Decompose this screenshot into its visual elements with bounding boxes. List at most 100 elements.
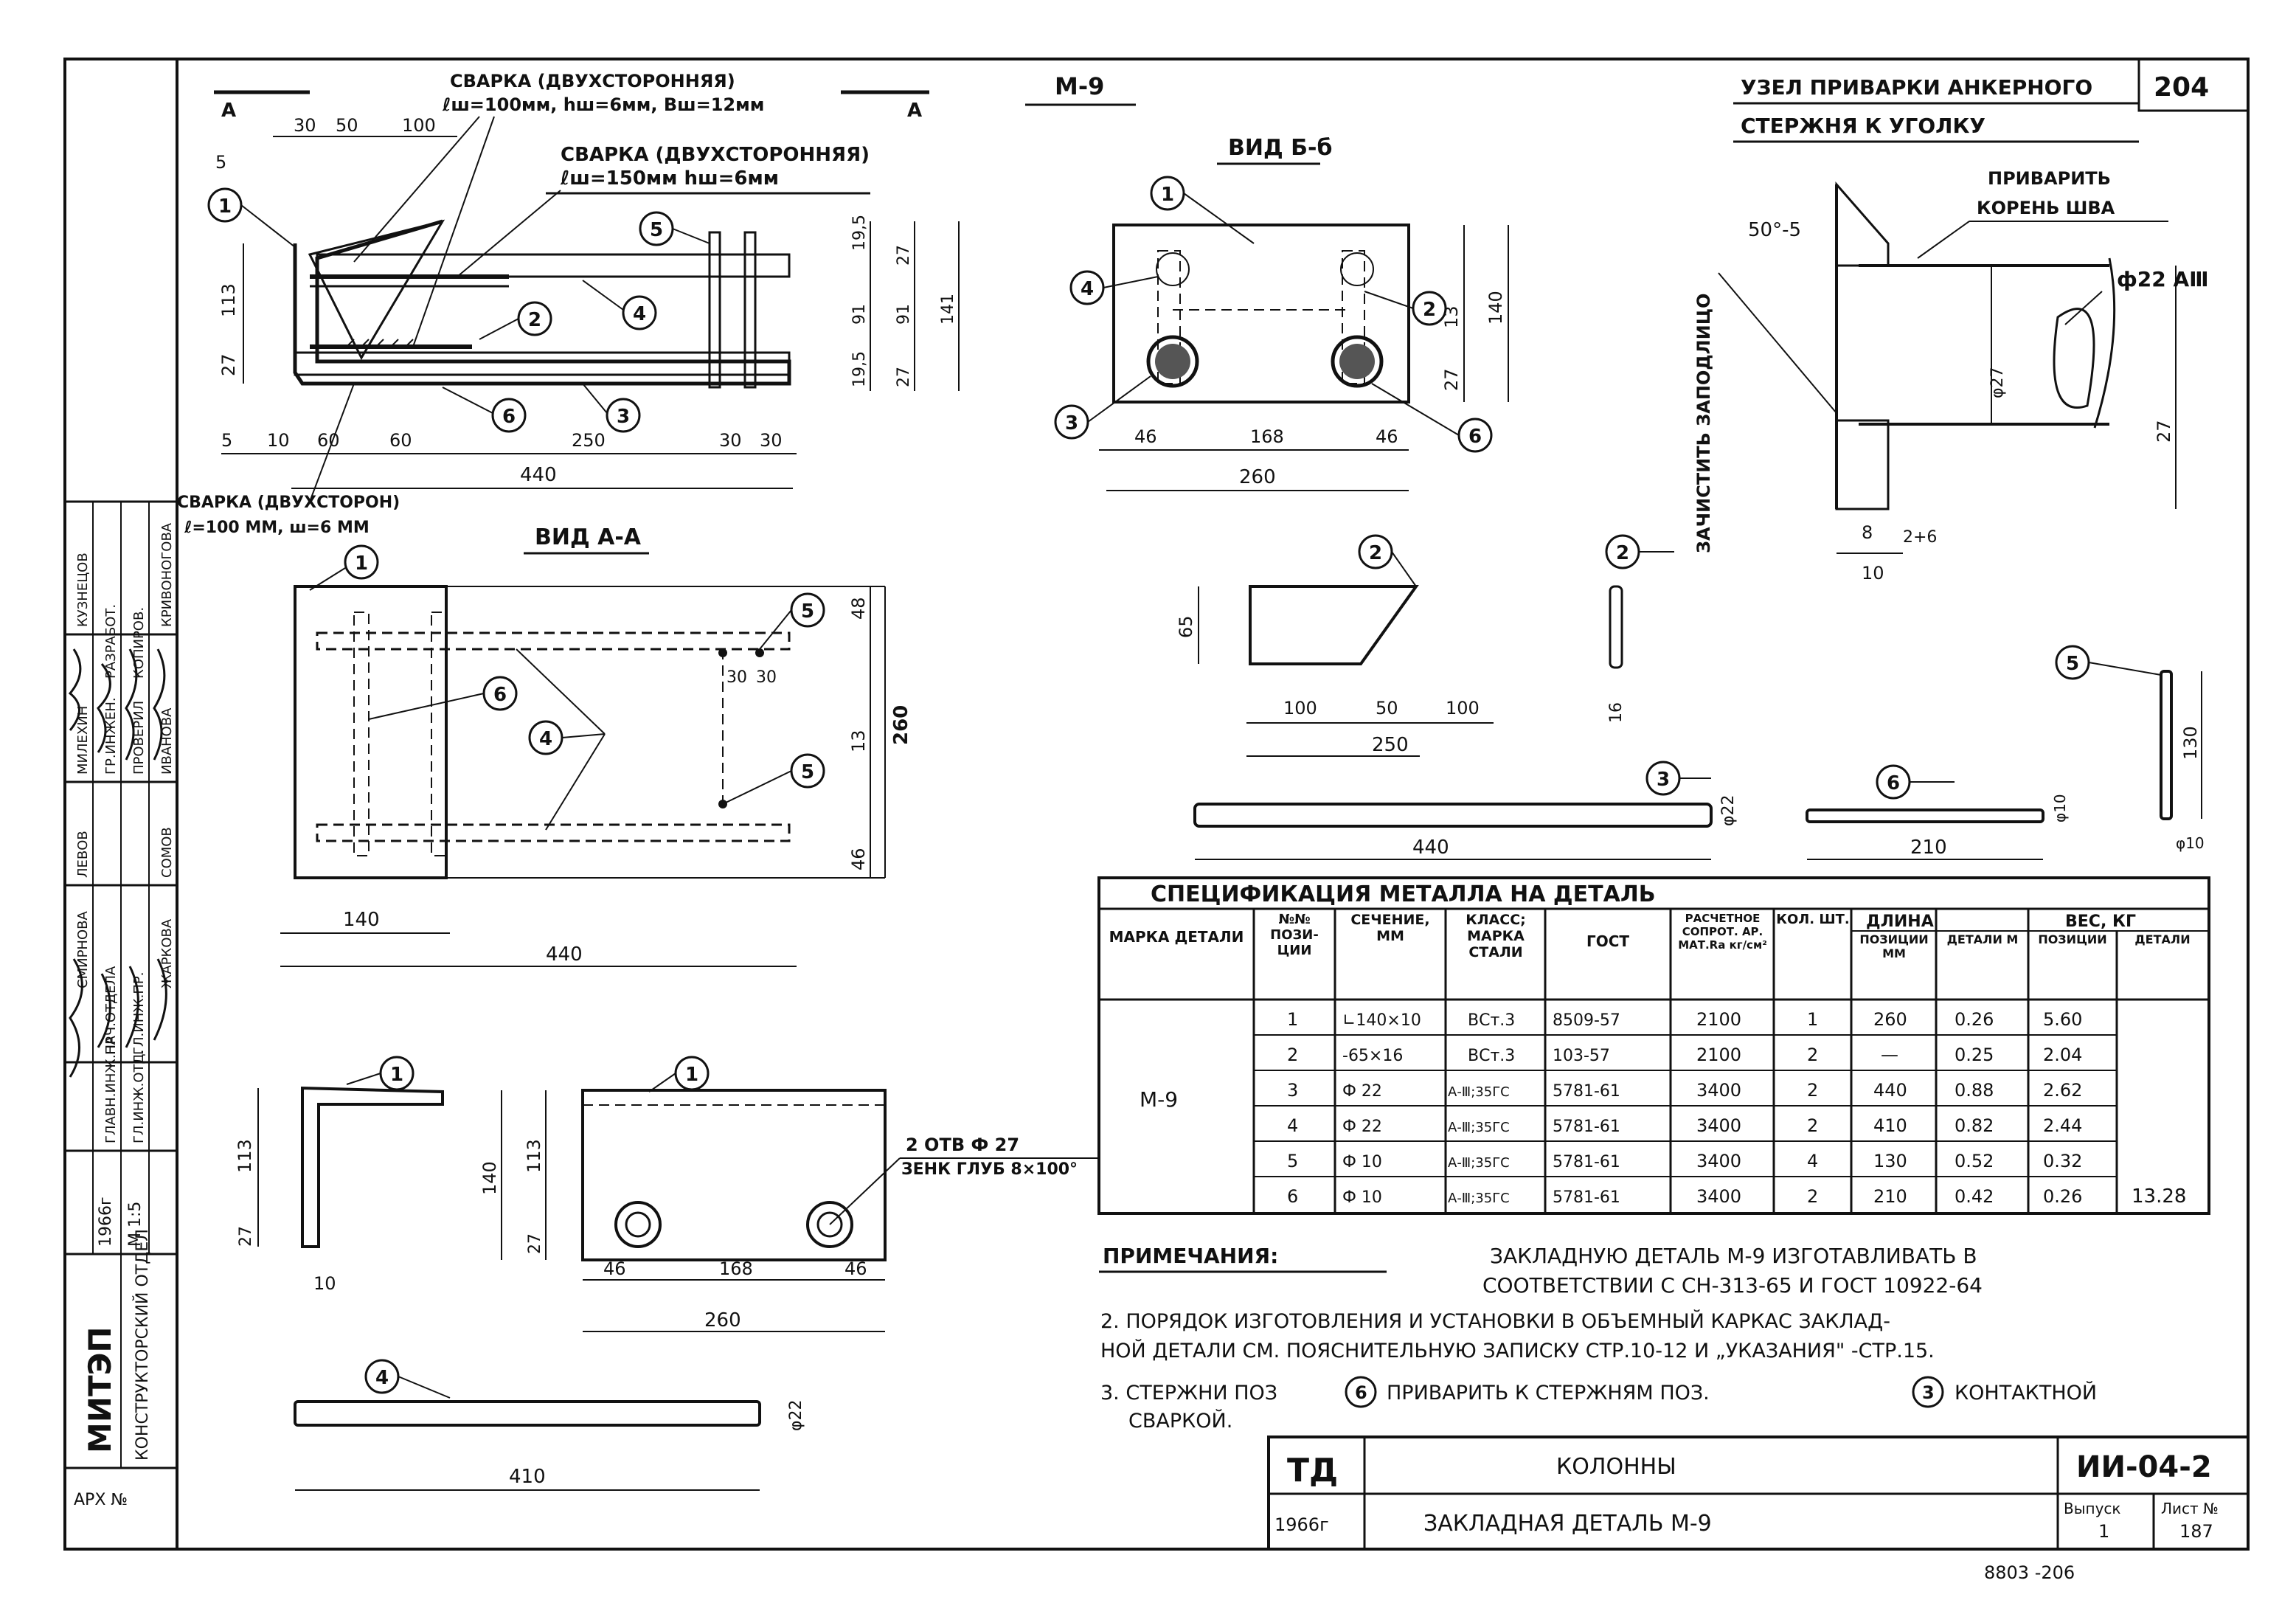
spec-row: 2 -65×16 ВСт.3 103-57 2100 2 — 0.25 2.04 <box>1287 1045 2082 1065</box>
row-section: Ф 10 <box>1342 1188 1382 1207</box>
title-issue-label: Выпуск <box>2064 1500 2121 1517</box>
title-block: ТД 1966г КОЛОННЫ ЗАКЛАДНАЯ ДЕТАЛЬ М-9 ИИ… <box>1267 1436 2250 1583</box>
stamp-role-3: ГЛ.ИНЖ.ОТД. <box>131 1050 147 1143</box>
spec-total-weight: 13.28 <box>2132 1185 2186 1208</box>
dim-100: 100 <box>402 115 436 136</box>
weld-2-title: СВАРКА (ДВУХСТОРОННЯЯ) <box>561 144 870 166</box>
dim-113: 113 <box>524 1139 544 1173</box>
sheet-number-box: 204 <box>2137 58 2250 112</box>
header-qty: КОЛ. ШТ. <box>1776 912 1850 927</box>
node-weld-root-1: ПРИВАРИТЬ <box>1988 168 2111 189</box>
signature <box>125 648 138 761</box>
row-section: Ф 22 <box>1342 1118 1382 1136</box>
spec-row: 4 Ф 22 А-Ⅲ;35ГС 5781-61 3400 2 410 0.82 … <box>1287 1115 2082 1136</box>
signature <box>153 648 166 761</box>
callout-1: 1 <box>685 1064 698 1086</box>
dim-113: 113 <box>235 1139 255 1173</box>
dim-60a: 60 <box>317 430 340 451</box>
dim-60b: 60 <box>389 430 412 451</box>
dim-46b: 46 <box>844 1258 867 1279</box>
row-steel: А-Ⅲ;35ГС <box>1448 1191 1510 1206</box>
row-weight: 5.60 <box>2043 1009 2082 1030</box>
header-section: СЕЧЕНИЕ, ММ <box>1350 912 1430 944</box>
detail-1-plate: 1 2 ОТВ Ф 27 ЗЕНК ГЛУБ 8×100° 140 113 27… <box>479 1056 1099 1332</box>
row-gost: 5781-61 <box>1553 1118 1620 1136</box>
row-weight: 2.04 <box>2043 1045 2082 1065</box>
note-3-pos1: 6 <box>1355 1382 1367 1403</box>
callout-1: 1 <box>218 195 232 218</box>
row-len-mm: 440 <box>1873 1080 1907 1101</box>
note-2b: НОЙ ДЕТАЛИ СМ. ПОЯСНИТЕЛЬНУЮ ЗАПИСКУ СТР… <box>1100 1339 1935 1362</box>
callout-1: 1 <box>355 553 368 575</box>
view-bb: ВИД Б-б 1 4 2 3 6 46 168 46 260 13 2 <box>1054 135 1509 491</box>
row-qty: 1 <box>1807 1009 1818 1030</box>
dim-16: 16 <box>1607 702 1626 723</box>
dim-440: 440 <box>546 943 583 966</box>
spec-row: 1 ∟140×10 ВСт.3 8509-57 2100 1 260 0.26 … <box>1287 1009 2082 1030</box>
title-issue: 1 <box>2098 1521 2109 1542</box>
row-ra: 3400 <box>1696 1186 1741 1207</box>
dim-5b: 5 <box>221 430 232 451</box>
dim-d22: φ22 <box>787 1399 805 1431</box>
signature <box>97 973 111 1048</box>
stamp-year: 1966г <box>97 1196 115 1247</box>
callout-2: 2 <box>1369 542 1382 564</box>
dim-46a: 46 <box>1134 426 1157 447</box>
row-qty: 2 <box>1807 1045 1818 1065</box>
title-sheet-label: Лист № <box>2161 1500 2219 1517</box>
detail-4: 4 410 φ22 <box>294 1359 805 1491</box>
row-len-mm: 210 <box>1873 1186 1907 1207</box>
node-angle: 50°-5 <box>1748 219 1801 241</box>
dim-113: 13 <box>848 730 869 752</box>
note-3-pos2: 3 <box>1922 1382 1935 1403</box>
stamp-dept: КОНСТРУКТОРСКИЙ ОТДЕЛ <box>133 1229 152 1461</box>
weld-1-params: ℓш=100мм, hш=6мм, Вш=12мм <box>442 94 764 115</box>
dim-19-5b: 19,5 <box>850 351 869 387</box>
dim-5: 5 <box>215 152 226 173</box>
dim-27: 27 <box>218 353 239 376</box>
row-ra: 3400 <box>1696 1151 1741 1171</box>
stamp-arch: АРХ № <box>74 1491 128 1509</box>
row-qty: 2 <box>1807 1115 1818 1136</box>
detail-6: 6 210 φ10 <box>1806 764 2069 860</box>
callout-5: 5 <box>801 761 814 783</box>
row-weight: 0.26 <box>2043 1186 2082 1207</box>
signature <box>153 958 167 1041</box>
weld-3-title: СВАРКА (ДВУХСТОРОН) <box>177 493 400 512</box>
title-ta: ТД <box>1287 1452 1338 1489</box>
header-w-pos: ПОЗИЦИИ <box>2038 932 2107 946</box>
row-weight: 0.32 <box>2043 1151 2082 1171</box>
dim-250: 250 <box>572 430 606 451</box>
view-aa-title: ВИД А-А <box>535 524 642 550</box>
spec-row: 5 Ф 10 А-Ⅲ;35ГС 5781-61 3400 4 130 0.52 … <box>1287 1151 2082 1171</box>
row-steel: ВСт.3 <box>1468 1047 1515 1065</box>
stamp-name-7: КРИВОНОГОВА <box>159 522 175 627</box>
signature <box>125 966 139 1048</box>
dim-10: 10 <box>267 430 290 451</box>
callout-5: 5 <box>801 600 814 623</box>
row-ra: 2100 <box>1696 1009 1741 1030</box>
dim-130: 130 <box>2180 726 2201 760</box>
dim-140: 140 <box>1485 291 1506 325</box>
row-pos: 3 <box>1287 1080 1298 1101</box>
dim-168: 168 <box>719 1258 753 1279</box>
row-qty: 2 <box>1807 1186 1818 1207</box>
node-weld-root-2: КОРЕНЬ ШВА <box>1977 198 2115 218</box>
row-gost: 103-57 <box>1553 1047 1610 1065</box>
row-len-mm: — <box>1881 1045 1898 1065</box>
row-ra: 2100 <box>1696 1045 1741 1065</box>
row-steel: А-Ⅲ;35ГС <box>1448 1120 1510 1135</box>
row-weight: 2.44 <box>2043 1115 2082 1136</box>
weld-1-title: СВАРКА (ДВУХСТОРОННЯЯ) <box>450 71 735 91</box>
header-pos: №№ ПОЗИ- ЦИИ <box>1270 912 1319 958</box>
dim-65: 65 <box>1176 615 1196 638</box>
header-class: КЛАСС; МАРКА СТАЛИ <box>1466 912 1526 960</box>
dim-91b: 91 <box>895 304 913 325</box>
dim-48: 48 <box>848 597 869 620</box>
signature <box>97 663 111 753</box>
callout-4: 4 <box>375 1367 389 1389</box>
dim-100b: 100 <box>1446 698 1480 718</box>
stamp-name-6: МИЛЕХИН <box>75 706 91 775</box>
row-gost: 5781-61 <box>1553 1153 1620 1171</box>
dim-46: 46 <box>848 848 869 870</box>
